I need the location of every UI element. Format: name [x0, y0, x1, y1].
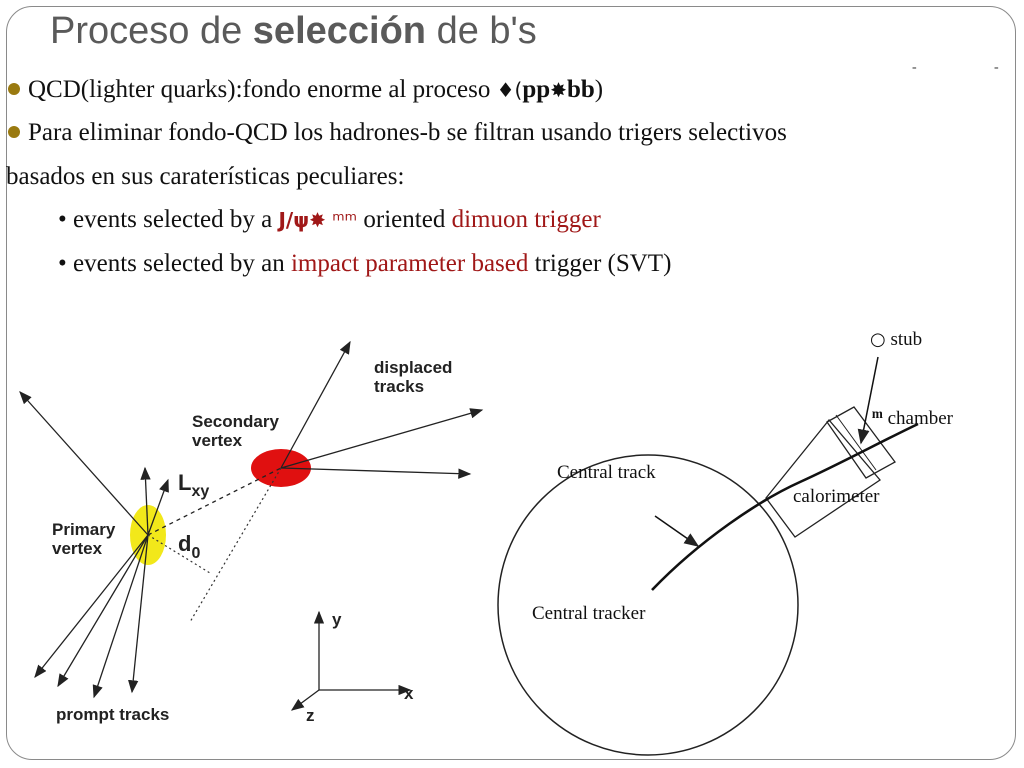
chamber-shape [826, 406, 896, 479]
slide-frame [6, 6, 1016, 760]
displaced-tracks-arrows [280, 340, 484, 479]
bullet-line-eliminar: Para eliminar fondo-QCD los hadrones-b s… [8, 119, 787, 147]
corner-mark: - [912, 60, 917, 75]
sub-bullet-dimuon: • events selected by a J/ψ✸ ᵐᵐ oriented … [58, 206, 601, 233]
coordinate-axes [290, 610, 412, 711]
lxy-line [147, 467, 282, 536]
stub-arrow [857, 356, 879, 445]
bullet-dot-icon [8, 83, 20, 96]
label-central-tracker: Central tracker [532, 603, 646, 624]
bullet-dot-icon [8, 126, 20, 139]
chamber-inner-line [835, 414, 877, 471]
label-lxy: Lxy [178, 470, 210, 501]
slide-title: Proceso de selección de b's [50, 10, 537, 52]
sub-bullet-svt: • events selected by an impact parameter… [58, 250, 672, 277]
d0-construction-lines [147, 467, 282, 623]
prompt-tracks-arrows [19, 391, 169, 699]
label-central-track: Central track [557, 462, 656, 483]
muon-track-curve [651, 422, 919, 591]
bullet-line-qcd: QCD(lighter quarks):fondo enorme al proc… [8, 76, 603, 104]
label-stub: ○ stub [870, 329, 923, 350]
text-line-basados: basados en sus caraterísticas peculiares… [6, 163, 405, 190]
label-calorimeter: calorimeter [793, 486, 880, 507]
central-tracker-circle [497, 454, 799, 756]
central-track-arrow [654, 515, 700, 547]
axis-label-x: x [404, 684, 414, 703]
label-prompt-tracks: prompt tracks [56, 705, 170, 724]
calorimeter-shape [765, 418, 881, 538]
axis-label-y: y [332, 610, 342, 629]
corner-mark: - [994, 60, 999, 75]
axis-label-z: z [306, 706, 315, 725]
label-chamber: ᵐ chamber [872, 404, 953, 429]
label-d0: d0 [178, 531, 201, 563]
